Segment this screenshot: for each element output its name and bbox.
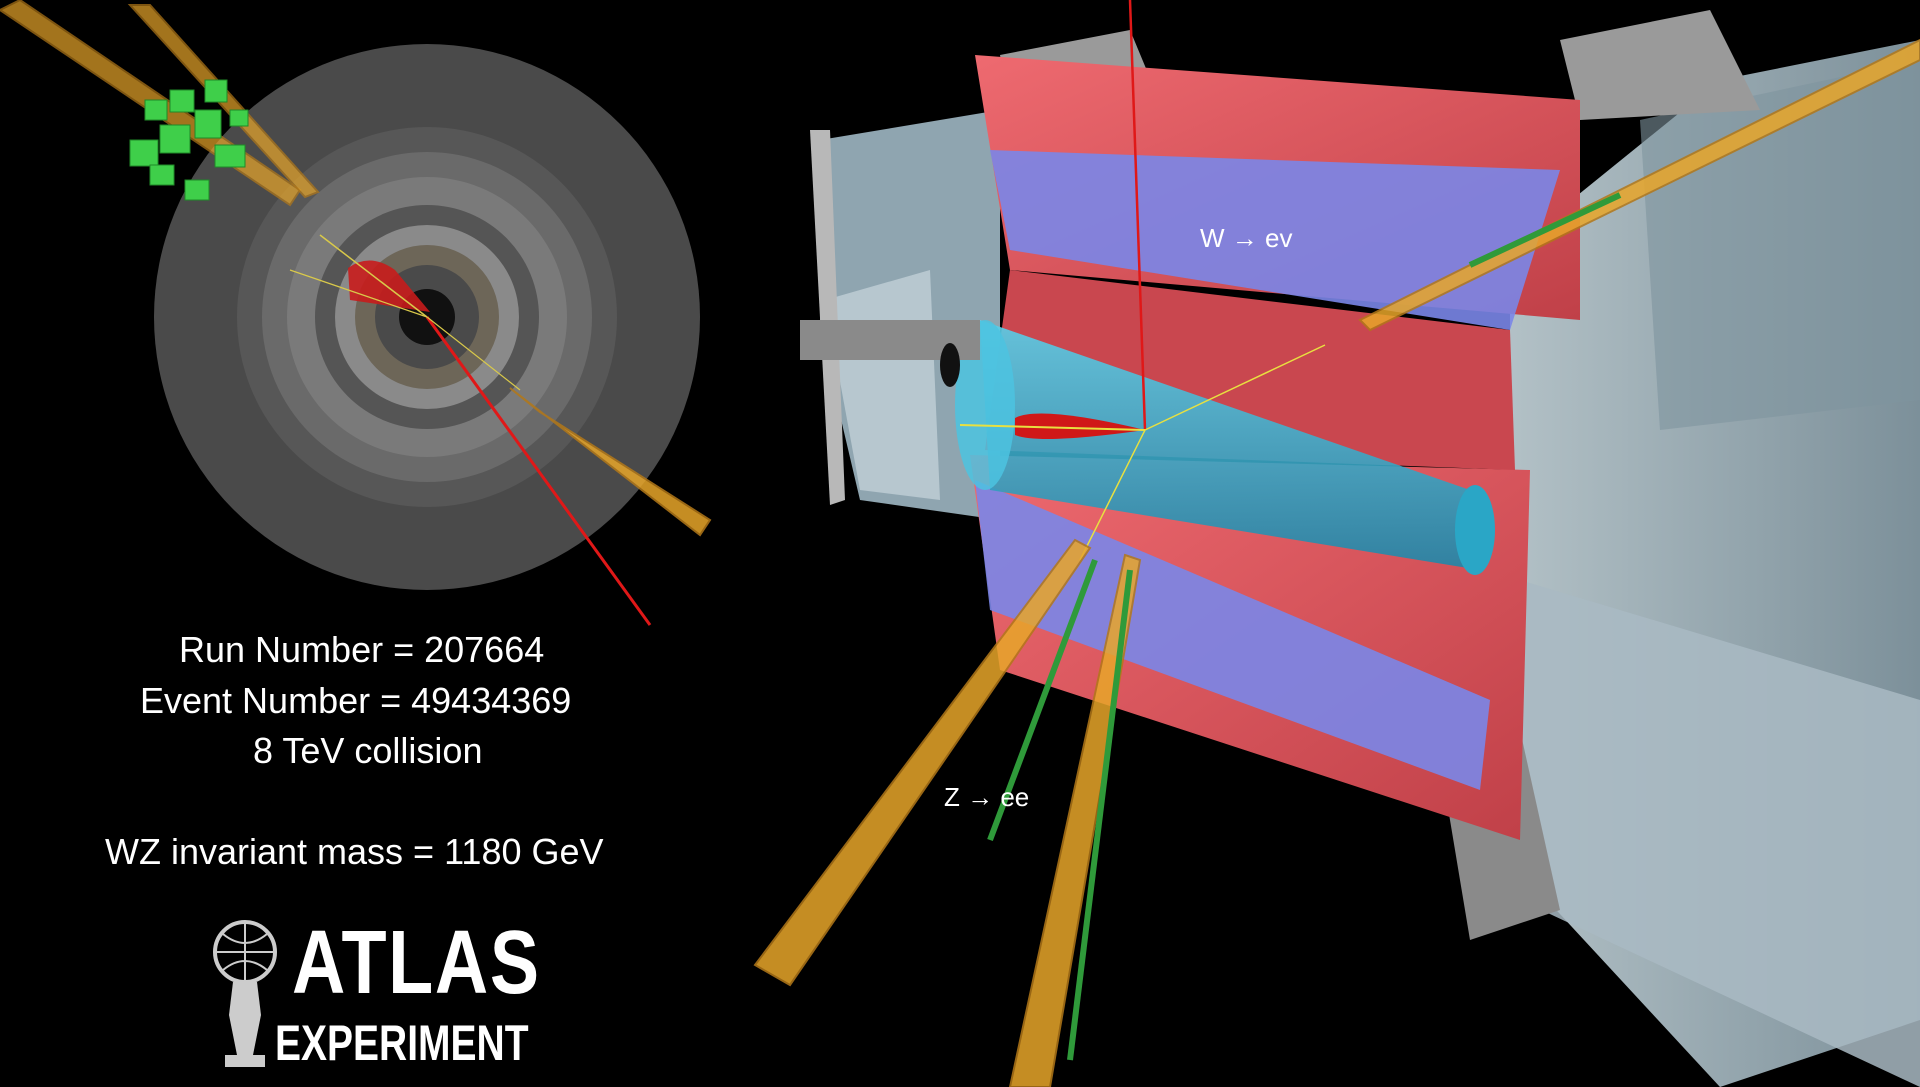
- track-line: [1144, 344, 1326, 431]
- z-decay-label: Z → ee: [944, 782, 1030, 812]
- jet-energy-deposits: [129, 79, 249, 201]
- atlas-wordmark: ATLAS: [292, 913, 541, 1013]
- end-view-panel: [0, 0, 712, 626]
- endcap-right-inner: [1520, 580, 1920, 1087]
- missing-et-cone: [1015, 413, 1145, 439]
- inner-detector-end: [955, 320, 1015, 490]
- electron-tower-w: [1358, 38, 1920, 332]
- experiment-wordmark: EXPERIMENT: [275, 1015, 529, 1071]
- support-structure: [1560, 10, 1760, 120]
- track-line: [1079, 429, 1146, 561]
- track-line: [426, 316, 521, 391]
- jet-deposit-line: [987, 558, 1098, 842]
- em-calorimeter-top: [990, 150, 1560, 330]
- missing-et-cone: [348, 260, 430, 312]
- track-line: [959, 424, 1146, 431]
- electron-tower-z: [753, 538, 1092, 987]
- beam-pipe-opening: [940, 343, 960, 387]
- invariant-mass: WZ invariant mass = 1180 GeV: [105, 831, 604, 872]
- missing-et-line: [425, 316, 652, 626]
- detector-3d-view: [753, 0, 1920, 1087]
- run-number: Run Number = 207664: [179, 629, 545, 670]
- w-decay-label: W → ev: [1200, 223, 1293, 253]
- electron-tower: [509, 387, 712, 537]
- electron-tower-z: [1008, 553, 1142, 1087]
- collision-energy: 8 TeV collision: [253, 730, 483, 771]
- endcap-frame: [810, 130, 845, 505]
- track-line: [289, 269, 428, 318]
- jet-deposit-line: [1067, 569, 1133, 1061]
- event-number: Event Number = 49434369: [140, 680, 572, 721]
- em-calorimeter-bottom: [975, 480, 1490, 790]
- track-line: [319, 234, 428, 318]
- missing-et-line: [1128, 0, 1147, 431]
- jet-deposit-line: [1468, 192, 1622, 268]
- atlas-figure-icon: [213, 920, 277, 1067]
- inner-detector-end: [1455, 485, 1495, 575]
- inner-detector-cylinder: [980, 320, 1480, 570]
